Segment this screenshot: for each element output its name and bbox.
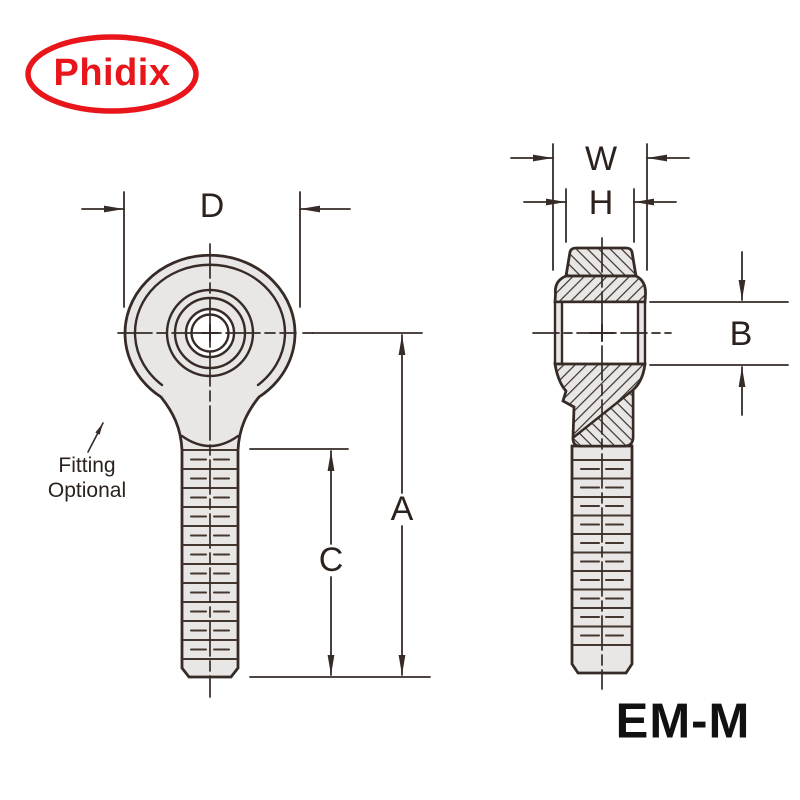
dimension-d bbox=[81, 191, 351, 308]
side-centerlines bbox=[532, 237, 672, 690]
front-centerlines bbox=[117, 243, 314, 698]
front-thread bbox=[182, 448, 238, 661]
fitting-optional-note: Fitting Optional bbox=[48, 453, 126, 503]
dimension-label-c: C bbox=[318, 541, 344, 579]
side-ball-upper bbox=[553, 274, 647, 304]
logo-ellipse bbox=[25, 34, 199, 114]
fitting-leader-line bbox=[87, 422, 104, 453]
fitting-note-line2: Optional bbox=[47, 479, 127, 502]
dimension-w bbox=[510, 143, 690, 271]
side-neck bbox=[571, 387, 635, 448]
dimension-a bbox=[249, 332, 431, 678]
dimension-h bbox=[523, 188, 677, 243]
dimension-label-w: W bbox=[584, 140, 618, 178]
part-number-label: EM-M bbox=[615, 694, 751, 749]
fitting-note-line1: Fitting bbox=[58, 454, 116, 477]
logo-text: Phidix bbox=[53, 52, 171, 94]
dimension-label-a: A bbox=[390, 490, 414, 528]
dimension-label-h: H bbox=[588, 184, 614, 222]
dimension-b bbox=[649, 251, 789, 416]
dimension-label-d: D bbox=[199, 187, 225, 225]
front-view bbox=[81, 191, 431, 698]
side-view bbox=[510, 143, 789, 690]
dimension-label-b: B bbox=[729, 315, 753, 353]
side-housing-cap bbox=[564, 246, 638, 278]
dimension-c bbox=[249, 448, 349, 676]
